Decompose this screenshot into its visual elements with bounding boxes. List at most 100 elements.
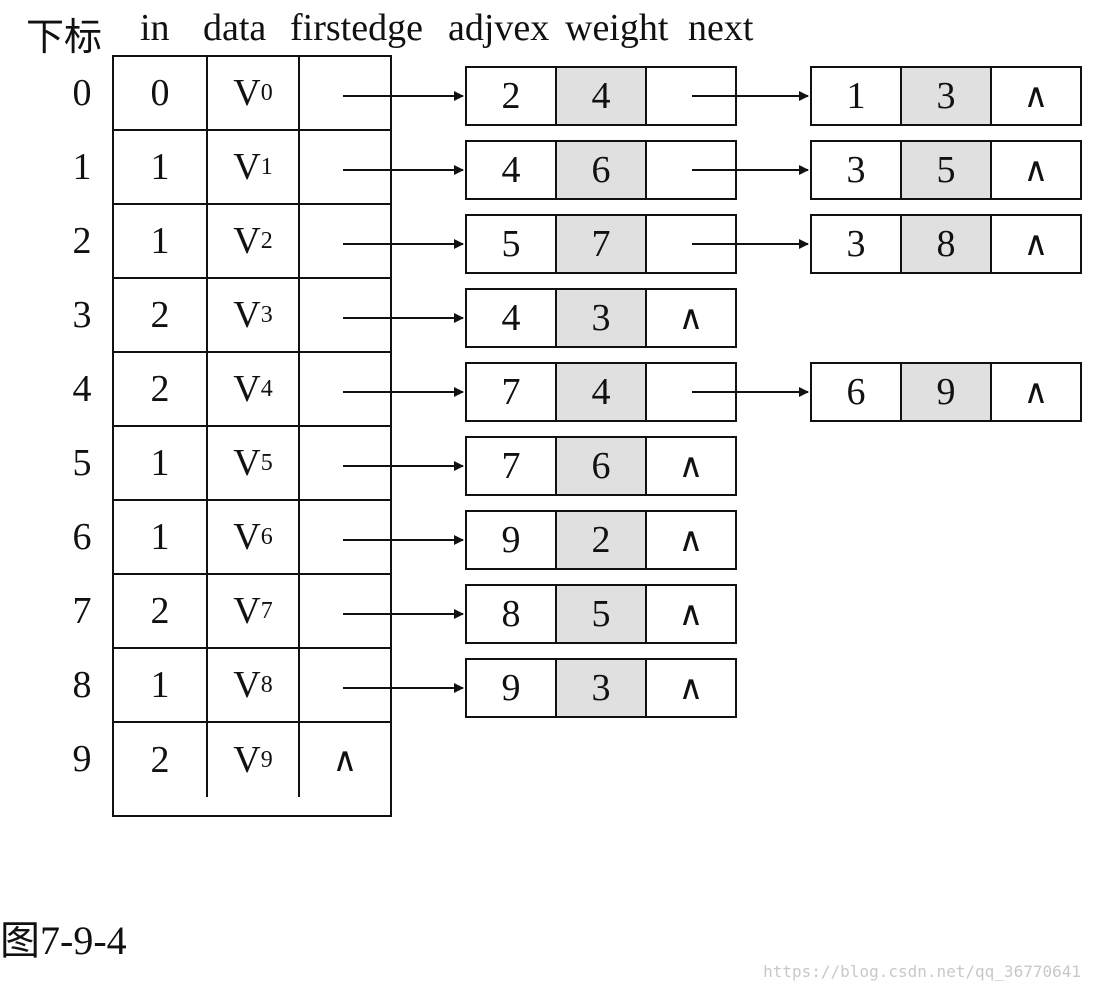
weight-cell: 4 — [557, 364, 647, 420]
header-index: 下标 — [26, 17, 103, 59]
header-firstedge: firstedge — [290, 7, 423, 49]
firstedge-cell — [300, 427, 390, 499]
header-in: in — [140, 7, 170, 49]
in-degree-cell: 1 — [114, 427, 208, 499]
adjvex-cell: 2 — [467, 68, 557, 124]
firstedge-cell — [300, 353, 390, 425]
firstedge-cell — [300, 131, 390, 203]
firstedge-cell: ∧ — [300, 723, 390, 797]
weight-cell: 8 — [902, 216, 992, 272]
vertex-subscript: 4 — [260, 375, 273, 402]
vertex-letter: V — [233, 72, 261, 114]
in-degree-cell: 1 — [114, 205, 208, 277]
next-cell: ∧ — [992, 364, 1080, 420]
null-pointer-icon: ∧ — [1023, 372, 1049, 412]
adjvex-cell: 6 — [812, 364, 902, 420]
vertex-letter: V — [233, 664, 261, 706]
in-degree-cell: 2 — [114, 723, 208, 797]
vertex-subscript: 5 — [260, 449, 273, 476]
next-cell: ∧ — [647, 660, 735, 716]
index-label: 8 — [72, 664, 92, 706]
adjvex-cell: 1 — [812, 68, 902, 124]
header-adjvex: adjvex — [448, 7, 550, 49]
adjvex-cell: 4 — [467, 142, 557, 198]
next-cell — [647, 142, 735, 198]
vertex-letter: V — [233, 146, 261, 188]
in-degree-cell: 2 — [114, 279, 208, 351]
weight-cell: 4 — [557, 68, 647, 124]
weight-cell: 9 — [902, 364, 992, 420]
vertex-letter: V — [233, 739, 261, 781]
adjvex-cell: 7 — [467, 364, 557, 420]
vertex-subscript: 9 — [260, 746, 273, 773]
vertex-letter: V — [233, 590, 261, 632]
null-pointer-icon: ∧ — [678, 594, 704, 634]
firstedge-cell — [300, 501, 390, 573]
index-label: 0 — [72, 72, 92, 114]
null-pointer-icon: ∧ — [678, 520, 704, 560]
weight-cell: 6 — [557, 438, 647, 494]
next-cell — [647, 68, 735, 124]
index-label: 9 — [72, 738, 92, 780]
index-label: 7 — [72, 590, 92, 632]
header-weight: weight — [565, 7, 669, 49]
index-label: 1 — [72, 146, 92, 188]
index-label: 3 — [72, 294, 92, 336]
vertex-letter: V — [233, 516, 261, 558]
index-label: 6 — [72, 516, 92, 558]
next-cell: ∧ — [992, 142, 1080, 198]
adjvex-cell: 5 — [467, 216, 557, 272]
header-next: next — [688, 7, 754, 49]
null-pointer-icon: ∧ — [678, 298, 704, 338]
adjvex-cell: 7 — [467, 438, 557, 494]
next-cell: ∧ — [647, 586, 735, 642]
firstedge-cell — [300, 279, 390, 351]
firstedge-cell — [300, 57, 390, 129]
vertex-subscript: 2 — [260, 227, 273, 254]
in-degree-cell: 1 — [114, 649, 208, 721]
in-degree-cell: 1 — [114, 501, 208, 573]
adjvex-cell: 9 — [467, 512, 557, 568]
adjvex-cell: 8 — [467, 586, 557, 642]
in-degree-cell: 2 — [114, 575, 208, 647]
weight-cell: 7 — [557, 216, 647, 272]
next-cell: ∧ — [647, 438, 735, 494]
null-pointer-icon: ∧ — [678, 668, 704, 708]
weight-cell: 5 — [902, 142, 992, 198]
vertex-letter: V — [233, 368, 261, 410]
vertex-subscript: 7 — [260, 597, 273, 624]
null-pointer-icon: ∧ — [332, 740, 358, 780]
index-label: 2 — [72, 220, 92, 262]
vertex-subscript: 6 — [260, 523, 273, 550]
vertex-letter: V — [233, 442, 261, 484]
adjvex-cell: 9 — [467, 660, 557, 716]
weight-cell: 2 — [557, 512, 647, 568]
vertex-subscript: 8 — [260, 671, 273, 698]
firstedge-cell — [300, 205, 390, 277]
null-pointer-icon: ∧ — [1023, 150, 1049, 190]
next-cell: ∧ — [992, 68, 1080, 124]
vertex-subscript: 1 — [260, 153, 273, 180]
